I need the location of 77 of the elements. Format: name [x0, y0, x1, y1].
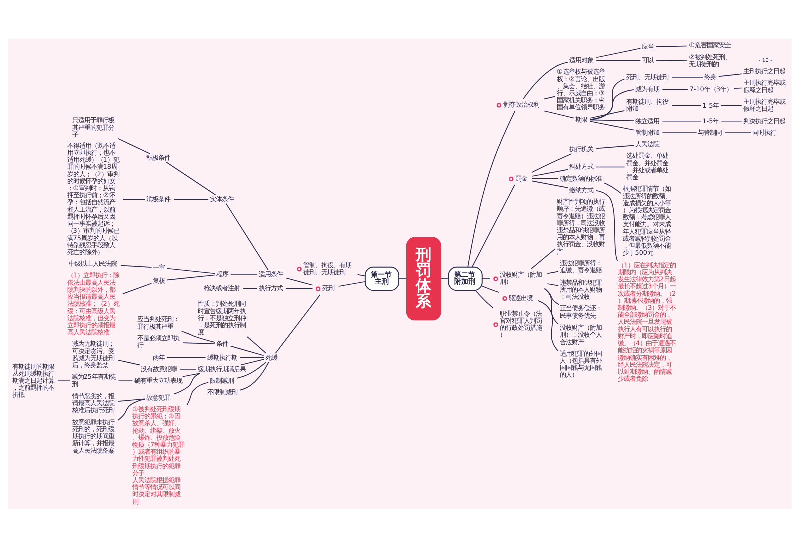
- connector: [286, 288, 314, 289]
- connector: [672, 76, 704, 78]
- connector: [440, 278, 449, 279]
- connector: [720, 120, 742, 122]
- connector: [590, 110, 626, 118]
- connector: [596, 144, 634, 149]
- connector: [530, 248, 556, 270]
- connector: [167, 356, 206, 358]
- connector: [718, 73, 742, 77]
- connector: [472, 184, 516, 268]
- connector: [596, 48, 642, 58]
- connector: [596, 166, 626, 168]
- connector: [230, 345, 264, 356]
- connector: [357, 274, 366, 276]
- connector: [240, 358, 264, 366]
- connector: [182, 372, 200, 377]
- connector: [656, 45, 688, 47]
- connector: [236, 361, 267, 378]
- connector: [720, 104, 742, 106]
- connector: [468, 110, 516, 268]
- node-box: 刑罚体系: [406, 236, 442, 320]
- connector: [166, 162, 216, 196]
- connector: [118, 380, 134, 381]
- connector: [398, 278, 407, 279]
- connector: [475, 290, 494, 308]
- connector: [604, 182, 622, 194]
- connector: [482, 278, 490, 279]
- connector: [672, 104, 702, 106]
- connector: [590, 120, 634, 130]
- connector: [246, 336, 267, 354]
- connector: [590, 119, 634, 122]
- connector: [122, 282, 152, 294]
- connector: [547, 283, 559, 286]
- connector: [544, 288, 560, 305]
- connector: [226, 202, 269, 270]
- connector: [547, 270, 559, 274]
- connector: [183, 342, 216, 344]
- connector: [286, 277, 314, 286]
- connector: [532, 180, 568, 188]
- connector: [181, 330, 216, 342]
- connector: [275, 294, 321, 354]
- connector: [58, 380, 70, 381]
- connector: [656, 60, 688, 61]
- connector: [118, 398, 146, 402]
- connector: [523, 62, 568, 99]
- connector: [596, 190, 618, 262]
- connector: [532, 168, 568, 176]
- connector: [662, 88, 688, 90]
- connector: [118, 138, 150, 154]
- connector: [725, 132, 752, 133]
- connector: [167, 274, 216, 280]
- connector: [544, 96, 556, 100]
- connector: [532, 178, 559, 179]
- connector: [122, 198, 146, 200]
- connector: [338, 280, 366, 286]
- connector: [482, 285, 500, 293]
- connector: [240, 361, 270, 390]
- connector: [174, 198, 210, 200]
- connector: [590, 78, 626, 120]
- connector: [180, 368, 197, 370]
- connector: [120, 264, 152, 268]
- connector: [590, 89, 634, 120]
- connector: [596, 60, 642, 61]
- connector: [662, 132, 698, 133]
- connector: [240, 356, 264, 358]
- connector: [544, 110, 575, 118]
- connector: [538, 300, 559, 352]
- connector: [118, 398, 146, 420]
- connector: [662, 120, 702, 122]
- connector: [186, 382, 209, 406]
- connector: [118, 359, 140, 366]
- connector: [243, 288, 258, 289]
- connector: [544, 288, 560, 324]
- connector: [167, 268, 216, 274]
- connector: [174, 372, 201, 394]
- connector: [734, 87, 742, 89]
- connector: [532, 153, 572, 173]
